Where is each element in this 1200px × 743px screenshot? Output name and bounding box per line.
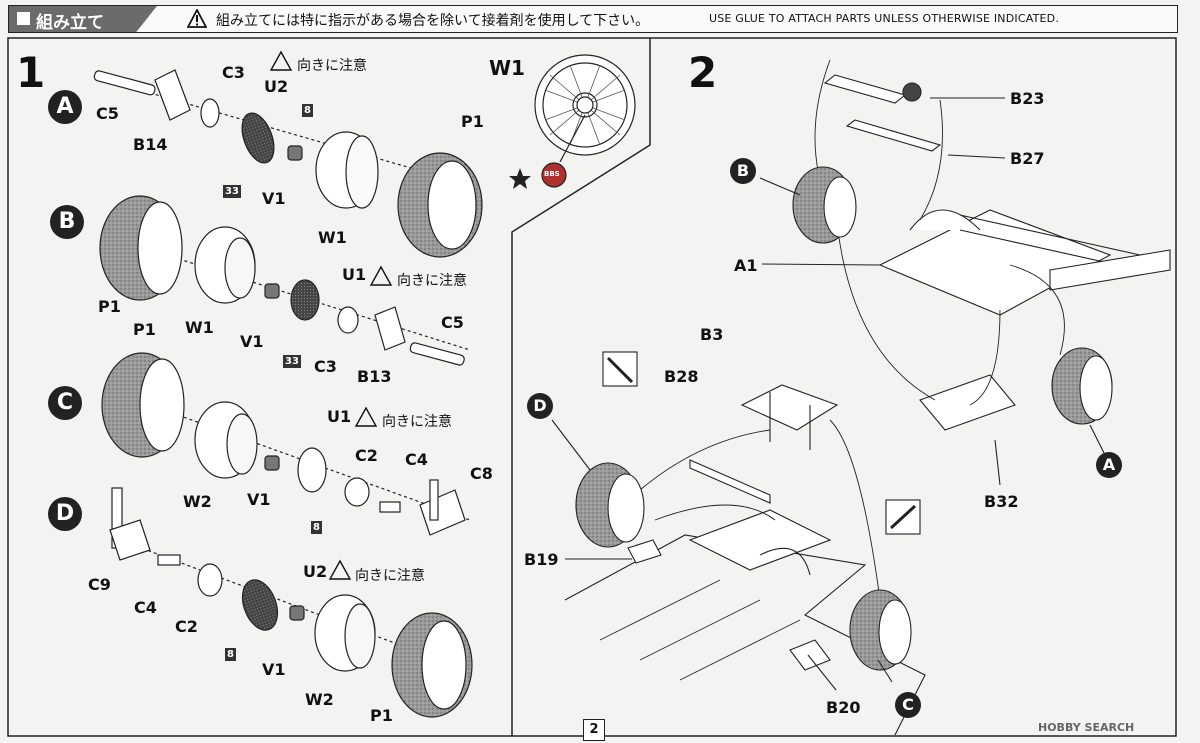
row-c-parts	[101, 352, 471, 536]
header-warning-jp: 組み立てには特に指示がある場合を除いて接着剤を使用して下さい。	[216, 13, 650, 29]
label-c3: C3	[314, 357, 337, 376]
header-title: 組み立て	[36, 13, 104, 33]
note-direction: 向きに注意	[297, 58, 367, 74]
label-v1: V1	[240, 332, 264, 351]
header-title-box: 組み立て	[9, 6, 157, 32]
label-w1: W1	[318, 228, 347, 247]
label-v1: V1	[262, 660, 286, 679]
label-u2: U2	[303, 562, 328, 581]
label-b23: B23	[1010, 89, 1045, 108]
label-c2: C2	[175, 617, 198, 636]
label-u2: U2	[264, 77, 289, 96]
label-c4: C4	[405, 450, 428, 469]
label-c5: C5	[96, 104, 119, 123]
label-b14: B14	[133, 135, 168, 154]
warning-icon	[187, 9, 207, 28]
label-w1: W1	[185, 318, 214, 337]
square-icon	[17, 12, 30, 25]
row-b-parts	[99, 195, 471, 366]
label-u1: U1	[327, 407, 352, 426]
label-c3: C3	[222, 63, 245, 82]
paint-code-8: 8	[302, 104, 313, 117]
label-c2: C2	[355, 446, 378, 465]
paint-code-8: 8	[311, 521, 322, 534]
row-a-parts	[93, 69, 483, 258]
label-p1: P1	[98, 297, 121, 316]
label-b13: B13	[357, 367, 392, 386]
label-b19: B19	[524, 550, 559, 569]
row-d-badge: D	[48, 497, 82, 531]
bbs-badge: BBS	[544, 170, 560, 178]
step2-badge-d: D	[527, 393, 553, 419]
label-p1: P1	[461, 112, 484, 131]
label-w2: W2	[183, 492, 212, 511]
header-bar: 組み立て 組み立てには特に指示がある場合を除いて接着剤を使用して下さい。 USE…	[8, 5, 1178, 33]
note-warning-icons	[269, 50, 393, 580]
label-c8: C8	[470, 464, 493, 483]
label-u1: U1	[342, 265, 367, 284]
note-direction: 向きに注意	[382, 414, 452, 430]
step2-badge-a: A	[1096, 452, 1122, 478]
label-b20: B20	[826, 698, 861, 717]
step-2-number: 2	[688, 48, 718, 97]
step2-badge-b: B	[730, 158, 756, 184]
watermark: HOBBY SEARCH	[1038, 721, 1135, 734]
wheel-detail-w1	[509, 54, 636, 189]
label-c9: C9	[88, 575, 111, 594]
step2-chassis	[551, 59, 1171, 736]
label-c4: C4	[134, 598, 157, 617]
note-direction: 向きに注意	[355, 568, 425, 584]
page-number: 2	[583, 719, 605, 741]
label-b32: B32	[984, 492, 1019, 511]
paint-code-33: 33	[223, 185, 241, 198]
label-v1: V1	[247, 490, 271, 509]
label-p1: P1	[370, 706, 393, 725]
label-b27: B27	[1010, 149, 1045, 168]
label-a1: A1	[734, 256, 758, 275]
label-c5: C5	[441, 313, 464, 332]
row-a-badge: A	[48, 90, 82, 124]
header-warning-en: USE GLUE TO ATTACH PARTS UNLESS OTHERWIS…	[709, 12, 1060, 25]
label-b28: B28	[664, 367, 699, 386]
step-1-number: 1	[16, 48, 46, 97]
wheel-detail-label: W1	[489, 56, 525, 80]
note-direction: 向きに注意	[397, 273, 467, 289]
row-d-parts	[109, 487, 473, 718]
label-b3: B3	[700, 325, 724, 344]
paint-code-8: 8	[225, 648, 236, 661]
step2-badge-c: C	[895, 692, 921, 718]
row-b-badge: B	[50, 205, 84, 239]
paint-code-33: 33	[283, 355, 301, 368]
label-v1: V1	[262, 189, 286, 208]
label-p1: P1	[133, 320, 156, 339]
row-c-badge: C	[48, 386, 82, 420]
label-w2: W2	[305, 690, 334, 709]
